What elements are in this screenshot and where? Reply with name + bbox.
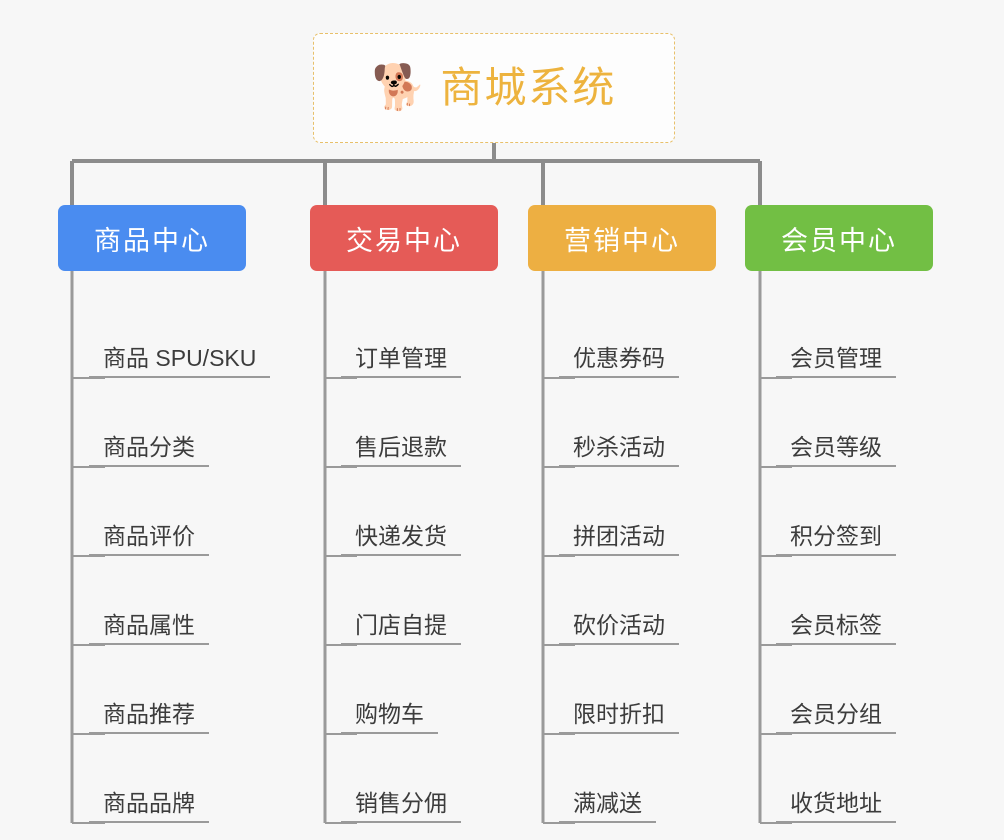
leaf-item[interactable]: 商品 SPU/SKU [89,332,271,378]
branch-marketing-center: 营销中心优惠券码秒杀活动拼团活动砍价活动限时折扣满减送 [528,205,716,823]
leaf-item[interactable]: 拼团活动 [559,510,679,556]
branch-product-center: 商品中心商品 SPU/SKU 商品分类商品评价商品属性商品推荐商品品牌 [58,205,271,823]
leaf-item[interactable]: 售后退款 [341,421,461,467]
leaf-item[interactable]: 满减送 [559,777,656,823]
branch-header-label: 会员中心 [781,225,897,256]
leaf-item[interactable]: 快递发货 [341,510,461,556]
leaf-item[interactable]: 购物车 [341,688,438,734]
shiba-dog-icon: 🐕 [371,63,427,112]
leaf-item-label: 门店自提 [341,612,461,645]
leaf-item[interactable]: 会员分组 [776,688,896,734]
leaf-item[interactable]: 限时折扣 [559,688,679,734]
leaf-item[interactable]: 收货地址 [776,777,896,823]
leaf-item-label: 商品分类 [89,434,209,467]
leaf-item[interactable]: 销售分佣 [341,777,461,823]
leaf-item-label: 秒杀活动 [559,434,679,467]
branch-header-marketing-center[interactable]: 营销中心 [528,205,716,271]
leaf-item[interactable]: 商品推荐 [89,688,209,734]
leaf-item[interactable]: 砍价活动 [559,599,679,645]
leaf-item-label: 商品属性 [89,612,209,645]
leaf-item-label: 购物车 [341,701,438,734]
leaf-item-label: 会员标签 [776,612,896,645]
leaf-item[interactable]: 商品分类 [89,421,209,467]
leaf-item-label: 满减送 [559,790,656,823]
leaf-item[interactable]: 商品属性 [89,599,209,645]
leaf-item[interactable]: 会员标签 [776,599,896,645]
leaf-item[interactable]: 秒杀活动 [559,421,679,467]
leaf-item-label: 销售分佣 [341,790,461,823]
branch-header-trade-center[interactable]: 交易中心 [310,205,498,271]
branch-header-member-center[interactable]: 会员中心 [745,205,933,271]
leaf-item-label: 砍价活动 [559,612,679,645]
branch-trade-center: 交易中心订单管理售后退款快递发货门店自提购物车销售分佣 [310,205,498,823]
branch-header-label: 交易中心 [346,225,462,256]
leaf-item-label: 收货地址 [776,790,896,823]
leaf-item-label: 优惠券码 [559,345,679,378]
leaf-item[interactable]: 商品评价 [89,510,209,556]
branch-header-label: 商品中心 [94,225,210,256]
leaf-item[interactable]: 订单管理 [341,332,461,378]
branch-header-product-center[interactable]: 商品中心 [58,205,246,271]
leaf-item[interactable]: 商品品牌 [89,777,209,823]
leaf-item-label: 订单管理 [341,345,461,378]
leaf-item-label: 商品评价 [89,523,209,556]
branch-header-label: 营销中心 [564,225,680,256]
leaf-item-label: 会员管理 [776,345,896,378]
branch-member-center: 会员中心会员管理会员等级积分签到会员标签会员分组收货地址 [745,205,933,823]
leaf-item[interactable]: 会员等级 [776,421,896,467]
leaf-item-label: 积分签到 [776,523,896,556]
root-node[interactable]: 🐕 商城系统 [313,33,675,143]
leaf-item[interactable]: 门店自提 [341,599,461,645]
leaf-item-label: 限时折扣 [559,701,679,734]
leaf-item-label: 商品 SPU/SKU [89,345,271,378]
leaf-item[interactable]: 积分签到 [776,510,896,556]
leaf-item-label: 商品品牌 [89,790,209,823]
leaf-item-label: 会员分组 [776,701,896,734]
root-title: 商城系统 [440,64,617,111]
leaf-item[interactable]: 优惠券码 [559,332,679,378]
leaf-item-label: 商品推荐 [89,701,209,734]
leaf-item[interactable]: 会员管理 [776,332,896,378]
leaf-item-label: 会员等级 [776,434,896,467]
leaf-item-label: 售后退款 [341,434,461,467]
leaf-item-label: 快递发货 [341,523,461,556]
leaf-item-label: 拼团活动 [559,523,679,556]
